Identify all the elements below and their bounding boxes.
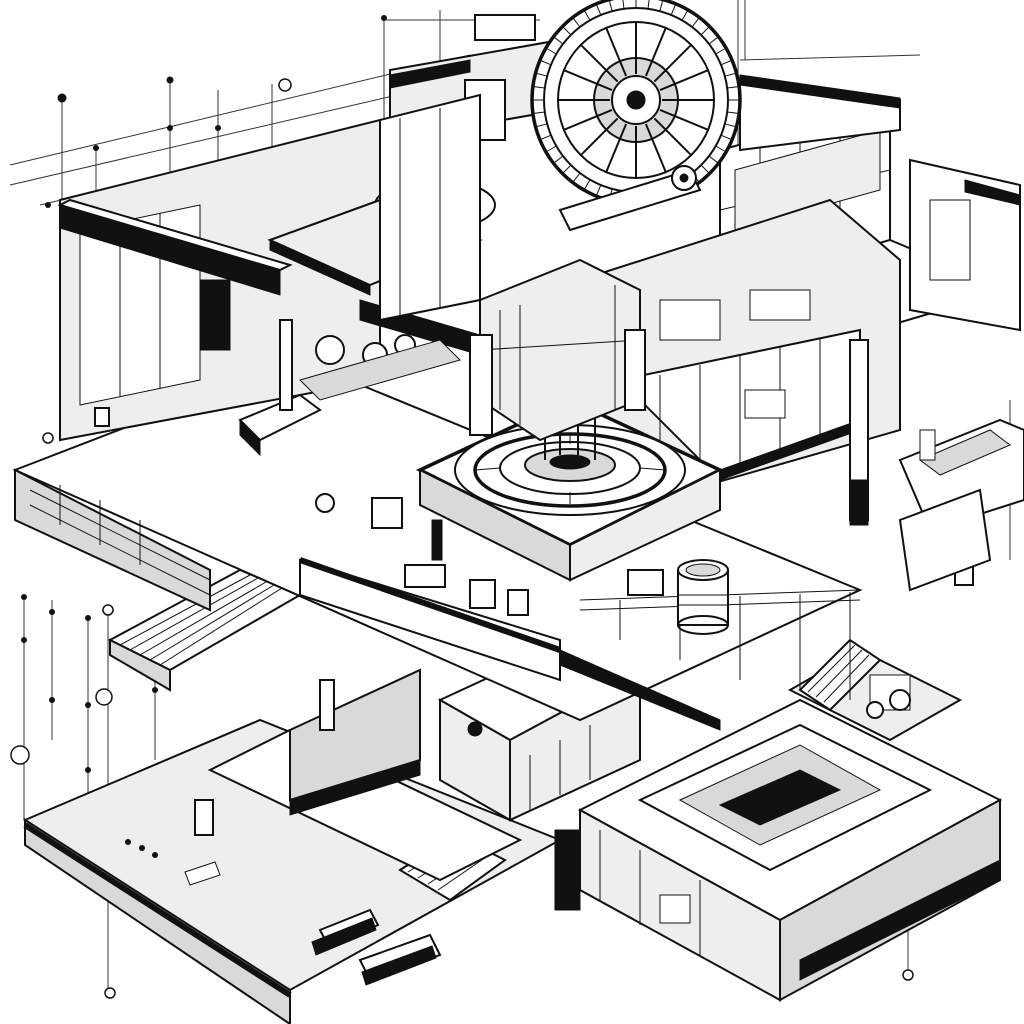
gear-spoke: [605, 123, 628, 173]
gear-tooth: [727, 111, 739, 114]
small-furniture-details: [94, 389, 936, 616]
gear-tooth: [540, 134, 552, 140]
gear-spoke: [659, 108, 709, 131]
left-upper-room: [57, 118, 481, 457]
gear-tooth: [562, 26, 572, 36]
gear-tooth: [720, 134, 732, 140]
gear-spoke: [605, 27, 628, 77]
gear-spoke: [653, 117, 692, 156]
cylindrical-tank: [677, 559, 729, 635]
gear-tooth: [546, 145, 557, 152]
mid-right-room: [578, 198, 901, 526]
gear-tooth: [584, 179, 591, 190]
gear-spoke: [644, 27, 667, 77]
gear-tooth: [596, 184, 602, 196]
gear-tooth: [584, 10, 591, 21]
gear-spoke: [580, 117, 619, 156]
gear-tooth: [546, 48, 557, 55]
gear-tooth: [596, 4, 602, 16]
gear-tooth: [715, 145, 726, 152]
gear-spoke: [580, 44, 619, 83]
gear-tooth: [659, 0, 664, 12]
gear-tooth: [691, 17, 700, 28]
large-gear-wheel-icon: [530, 0, 742, 232]
gear-tooth: [720, 60, 732, 66]
gear-tooth: [553, 36, 564, 45]
gear-tooth: [553, 155, 564, 164]
gear-tooth: [700, 26, 710, 36]
gear-tooth: [572, 17, 581, 28]
gear-tooth: [700, 164, 710, 174]
central-reactor-platform: [415, 258, 725, 582]
gear-tooth: [572, 172, 581, 183]
gear-tooth: [647, 0, 650, 9]
gear-tooth: [540, 60, 552, 66]
gear-spoke: [563, 69, 613, 92]
gear-tooth: [708, 36, 719, 45]
gear-spoke: [644, 123, 667, 173]
gear-tooth: [724, 72, 736, 77]
gear-tooth: [562, 164, 572, 174]
gear-tooth: [715, 48, 726, 55]
lower-floor-rooms: [554, 648, 1003, 1002]
top-back-structure: [379, 14, 901, 322]
gear-spoke: [653, 44, 692, 83]
gear-tooth: [533, 111, 545, 114]
gear-tooth: [727, 86, 739, 89]
gear-tooth: [724, 123, 736, 128]
gear-tooth: [708, 155, 719, 164]
dimension-markers: [10, 15, 914, 999]
gear-tooth: [670, 4, 676, 16]
gear-tooth: [681, 10, 688, 21]
gear-tooth: [622, 0, 625, 9]
gear-spoke: [659, 69, 709, 92]
gear-tooth: [536, 72, 548, 77]
gear-spoke: [563, 108, 613, 131]
gear-tooth: [533, 86, 545, 89]
gear-tooth: [608, 0, 613, 12]
gear-tooth: [536, 123, 548, 128]
